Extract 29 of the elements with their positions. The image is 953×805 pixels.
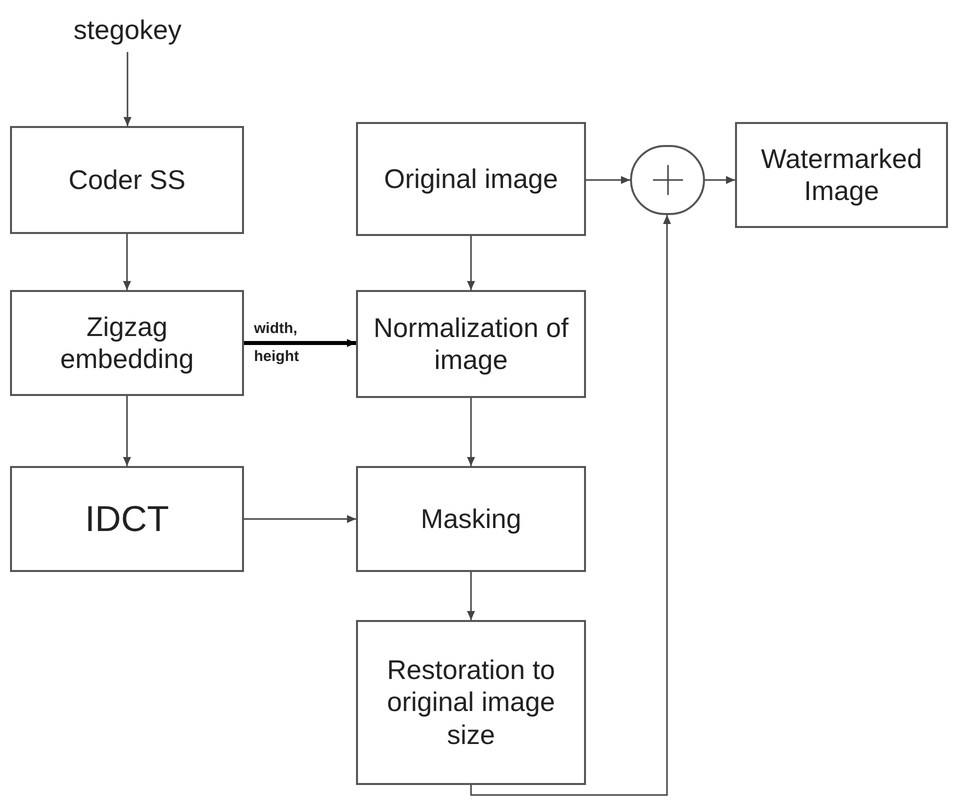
arrow — [124, 52, 132, 126]
process-box — [735, 122, 948, 228]
box-label: Coder SS — [68, 164, 186, 196]
arrow — [467, 236, 475, 290]
input-label: stegokey — [60, 8, 195, 52]
process-box — [356, 122, 586, 236]
arrow — [586, 176, 630, 184]
arrow — [244, 339, 356, 347]
box-label: Zigzag embedding — [59, 310, 195, 376]
box-label: Watermarked Image — [760, 142, 924, 208]
process-box — [356, 620, 586, 785]
box-label: Masking — [420, 502, 522, 536]
arrow — [467, 398, 475, 466]
process-box — [356, 290, 586, 398]
arrow — [244, 515, 356, 523]
box-label: Restoration to original image size — [386, 654, 556, 752]
box-label: Original image — [384, 162, 558, 196]
box-label: Normalization of image — [372, 312, 570, 376]
arrow — [123, 234, 131, 290]
process-box — [356, 466, 586, 572]
box-label: IDCT — [85, 497, 169, 541]
arrow — [123, 396, 131, 466]
process-box — [10, 466, 244, 572]
arrow — [467, 572, 475, 620]
arrow — [470, 215, 671, 796]
process-box — [10, 126, 244, 234]
process-box — [10, 290, 244, 396]
arrow — [705, 176, 735, 184]
edge-label: width, height — [254, 319, 300, 367]
